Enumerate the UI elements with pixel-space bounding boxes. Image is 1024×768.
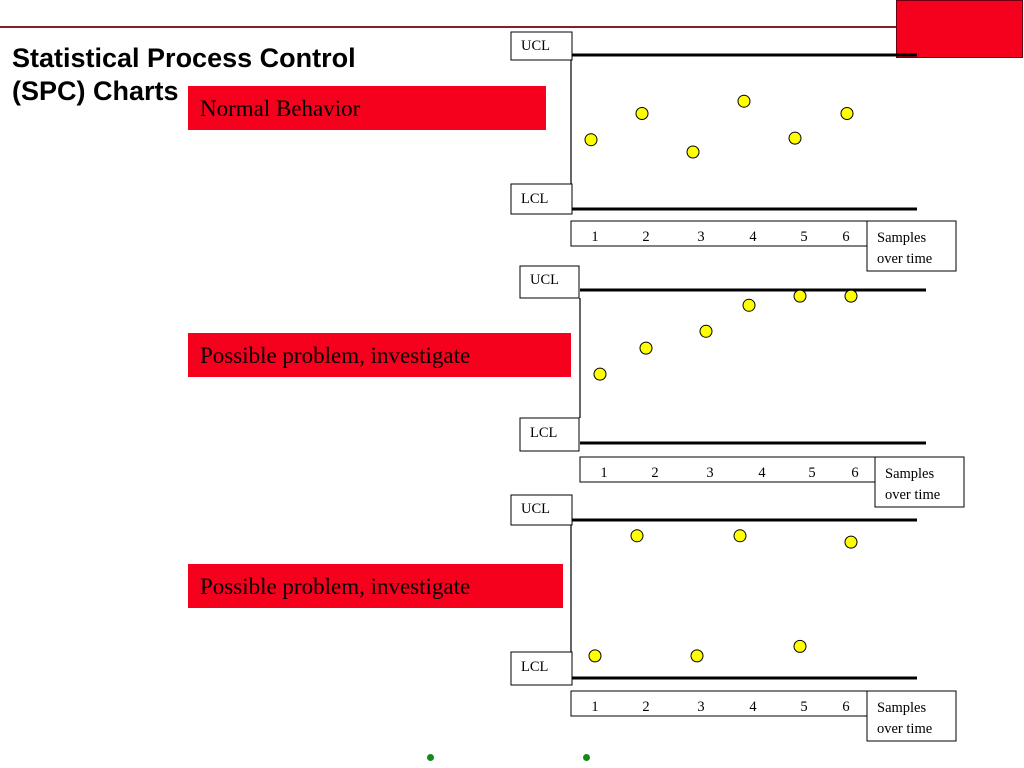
x-tick-label: 1 [591, 699, 598, 715]
x-axis-label-line-2: over time [877, 251, 932, 267]
chart-1-label: Normal Behavior [188, 86, 546, 130]
data-point [686, 145, 700, 159]
data-point [699, 324, 713, 338]
x-tick-label: 5 [808, 465, 815, 481]
x-axis-label-line-2: over time [877, 721, 932, 737]
data-point [630, 529, 644, 543]
x-tick-label: 2 [642, 699, 649, 715]
x-tick-label: 2 [651, 465, 658, 481]
lcl-label: LCL [530, 425, 557, 441]
ucl-box [510, 494, 573, 526]
data-point [737, 94, 751, 108]
x-axis-box [570, 690, 868, 717]
slide-bullet [583, 754, 590, 761]
x-axis-label-box [866, 690, 957, 742]
lcl-label: LCL [521, 191, 548, 207]
x-axis-label-line-1: Samples [877, 700, 926, 716]
top-rule [0, 26, 900, 28]
x-axis-box [570, 220, 868, 247]
x-axis-label-line-1: Samples [885, 466, 934, 482]
chart-3-label: Possible problem, investigate [188, 564, 563, 608]
x-axis-label-box [874, 456, 965, 508]
x-tick-label: 2 [642, 229, 649, 245]
x-axis-label-box [866, 220, 957, 272]
slide-title: Statistical Process Control (SPC) Charts [12, 42, 452, 108]
x-axis-label-line-2: over time [885, 487, 940, 503]
x-tick-label: 3 [697, 229, 704, 245]
data-point [844, 535, 858, 549]
lcl-label: LCL [521, 659, 548, 675]
x-tick-label: 6 [842, 229, 849, 245]
data-point [793, 289, 807, 303]
data-point [793, 639, 807, 653]
data-point [588, 649, 602, 663]
data-point [593, 367, 607, 381]
spc-chart-2: UCL LCL 1 2 3 4 5 6 Samples over time [519, 265, 965, 508]
lcl-box [519, 417, 580, 452]
x-tick-label: 4 [749, 699, 757, 715]
data-point [840, 107, 854, 121]
ucl-label: UCL [521, 38, 550, 54]
lcl-box [510, 183, 573, 215]
spc-chart-1: UCL LCL 1 2 3 4 5 6 Samples over time [510, 31, 957, 272]
ucl-label: UCL [521, 501, 550, 517]
x-axis-box [579, 456, 876, 483]
spc-chart-3: UCL LCL 1 2 3 4 5 6 Samples over time [510, 494, 957, 742]
slide-title-line-2: (SPC) Charts [12, 76, 179, 106]
data-point [584, 133, 598, 147]
data-point [844, 289, 858, 303]
data-point [733, 529, 747, 543]
x-tick-label: 5 [800, 699, 807, 715]
x-tick-label: 6 [851, 465, 858, 481]
x-tick-label: 4 [758, 465, 766, 481]
x-tick-label: 1 [600, 465, 607, 481]
x-tick-label: 1 [591, 229, 598, 245]
x-tick-label: 4 [749, 229, 757, 245]
data-point [635, 107, 649, 121]
x-tick-label: 3 [697, 699, 704, 715]
lcl-box [510, 651, 573, 686]
x-tick-label: 5 [800, 229, 807, 245]
ucl-box [510, 31, 573, 61]
data-point [742, 298, 756, 312]
ucl-box [519, 265, 580, 299]
ucl-label: UCL [530, 272, 559, 288]
chart-2-label: Possible problem, investigate [188, 333, 571, 377]
data-point [788, 131, 802, 145]
slide-bullet [427, 754, 434, 761]
corner-decoration [896, 0, 1023, 58]
data-point [639, 341, 653, 355]
x-tick-label: 6 [842, 699, 849, 715]
data-point [690, 649, 704, 663]
x-axis-label-line-1: Samples [877, 230, 926, 246]
x-tick-label: 3 [706, 465, 713, 481]
slide-title-line-1: Statistical Process Control [12, 43, 356, 73]
